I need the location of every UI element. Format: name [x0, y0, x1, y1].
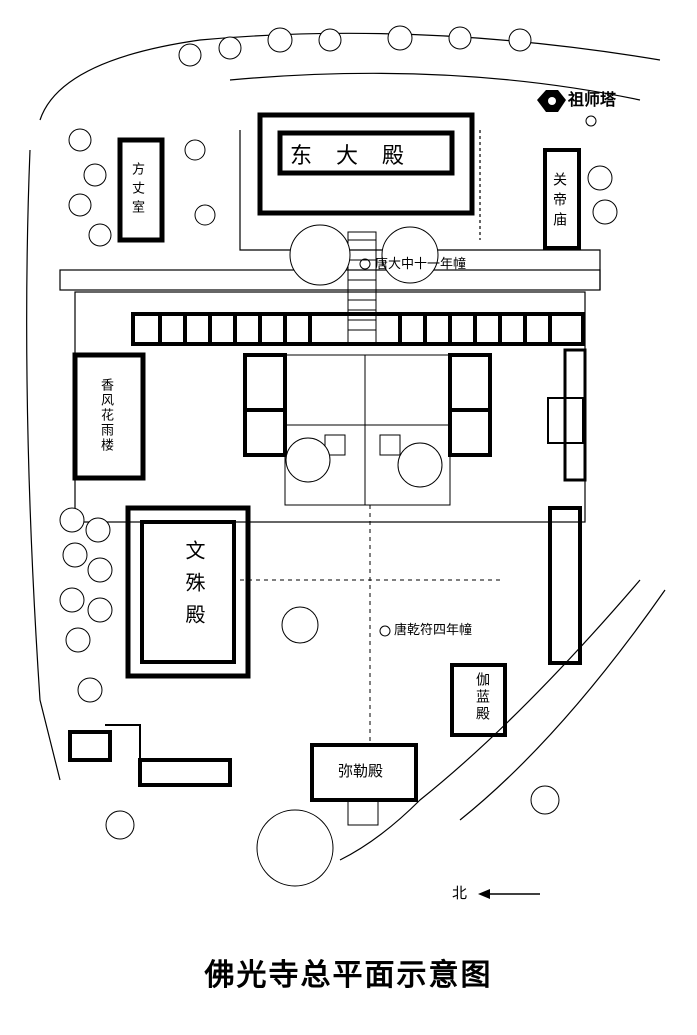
river-bank	[39, 32, 661, 121]
abbot-room	[117, 137, 165, 243]
west-boundary	[26, 149, 61, 781]
figure-title: 佛光寺总平面示意图	[204, 958, 493, 993]
guandi-temple-label: 关帝庙	[551, 172, 567, 232]
middle-terrace	[74, 291, 586, 523]
dazhong-pillar-label: 唐大中十一年幢	[375, 257, 467, 272]
east-hall	[257, 112, 475, 216]
qielan-hall-label: 伽蓝殿	[474, 672, 490, 723]
south-path	[339, 579, 641, 861]
abbot-room-label: 方丈室	[129, 162, 144, 219]
trees	[59, 25, 618, 887]
maitreya-hall-label: 弥勒殿	[338, 762, 384, 780]
north-arrow-icon	[478, 889, 490, 899]
patriarch-pagoda-label: 祖师塔	[568, 90, 617, 109]
north-label: 北	[452, 884, 468, 902]
manjusri-hall	[125, 505, 251, 679]
guandi-temple	[543, 148, 581, 250]
qielan-hall	[450, 663, 507, 737]
xiangfeng-tower	[72, 352, 146, 481]
xiangfeng-tower-label: 香风花雨楼	[98, 378, 113, 453]
manjusri-hall-label: 文殊殿	[182, 540, 206, 636]
rooms-row	[131, 312, 585, 346]
east-hall-label: 东大殿	[290, 144, 429, 169]
qianfu-pillar-label: 唐乾符四年幢	[394, 623, 473, 638]
